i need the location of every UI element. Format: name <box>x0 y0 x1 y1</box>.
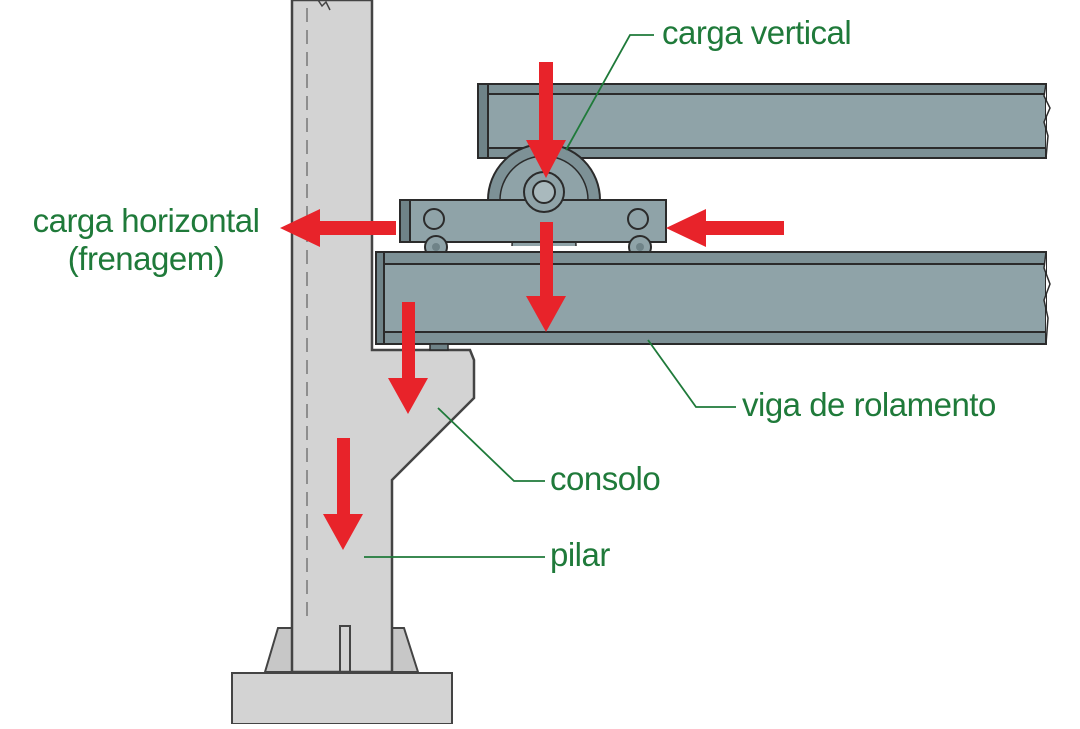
label-consolo: consolo <box>550 460 661 497</box>
arrow-icon <box>388 302 428 414</box>
leader-consolo <box>437 407 545 482</box>
arrow-icon <box>280 209 396 247</box>
arrow-icon <box>526 222 566 332</box>
label-viga-de-rolamento: viga de rolamento <box>742 386 996 423</box>
upper-beam <box>477 83 1051 159</box>
crane-wheel-assembly <box>399 143 667 259</box>
leader-lines <box>364 34 736 558</box>
label-carga-vertical: carga vertical <box>662 14 852 51</box>
arrow-icon <box>666 209 784 247</box>
leader-carga-vertical <box>565 34 654 151</box>
label-carga-horizontal-line1: carga horizontal <box>32 202 260 239</box>
label-pilar: pilar <box>550 536 610 573</box>
arrow-icon <box>526 62 566 178</box>
foundation-block <box>231 672 453 725</box>
base-plate-right <box>389 627 420 673</box>
pilar-slot <box>339 625 351 672</box>
label-carga-horizontal: carga horizontal (frenagem) <box>18 202 274 278</box>
arrow-icon <box>323 438 363 550</box>
pilar-break-mark <box>317 0 331 11</box>
label-carga-horizontal-line2: (frenagem) <box>67 240 225 277</box>
viga-de-rolamento-beam <box>375 251 1051 351</box>
leader-viga <box>647 339 736 408</box>
base-plate-left <box>263 627 293 673</box>
